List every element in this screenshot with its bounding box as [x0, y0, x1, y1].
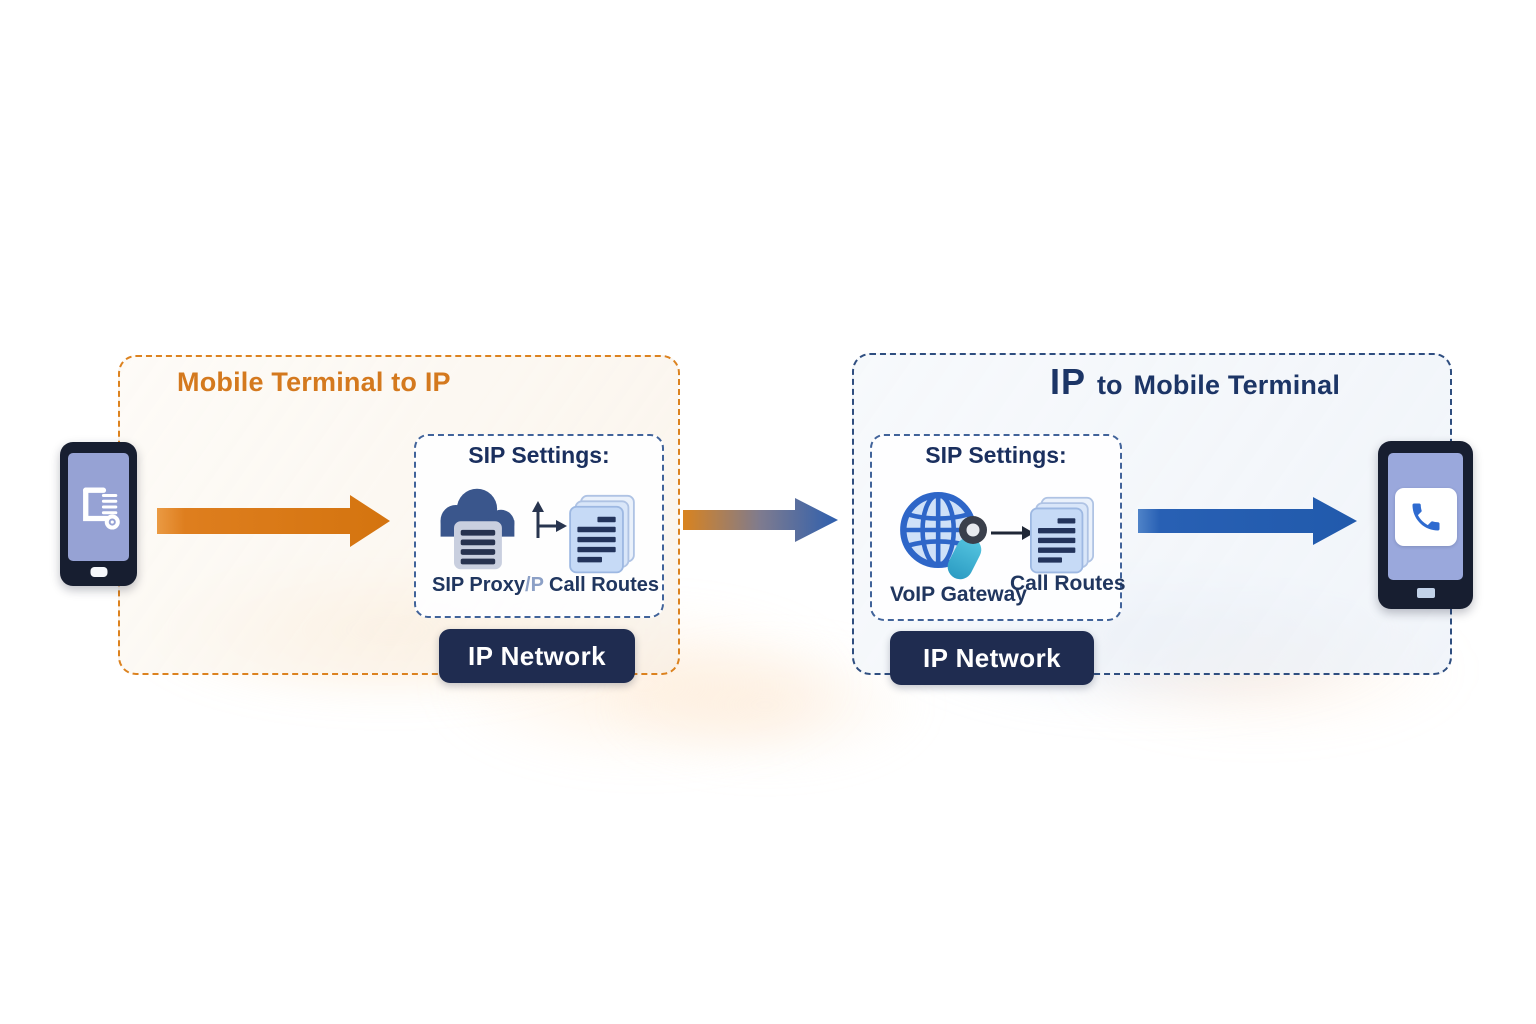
call-routes-label-right: Call Routes [1010, 572, 1126, 595]
mobile-phone-right [1378, 441, 1473, 609]
mobile-phone-left [60, 442, 137, 586]
microphone-icon [947, 516, 987, 580]
cloud-server-icon [440, 488, 515, 570]
phone-screen [68, 453, 129, 561]
phone-home-button [1416, 588, 1435, 598]
flow-arrow-blue [1138, 497, 1357, 545]
voip-gateway-label: VoIP Gateway [890, 583, 1027, 606]
right-arrow-icon [991, 526, 1034, 540]
fax-printer-icon [82, 487, 120, 530]
flow-arrow-orange [157, 495, 390, 547]
ip-network-badge-left: IP Network [439, 629, 635, 683]
panel-title-mobile-to-ip: Mobile Terminal to IP [177, 367, 451, 397]
ip-network-badge-right: IP Network [890, 631, 1094, 685]
sip-proxy-label-text: SIP Proxy [432, 574, 526, 596]
documents-stack-icon [1029, 496, 1094, 574]
call-app-card [1394, 487, 1457, 546]
phone-screen [1388, 453, 1463, 580]
panel-title-ip: IP [1050, 361, 1087, 402]
phone-home-button [90, 567, 107, 577]
sip-settings-box-left: SIP Settings: [414, 434, 664, 618]
sip-settings-box-right: SIP Settings: [870, 434, 1126, 621]
sip-settings-heading: SIP Settings: [925, 442, 1067, 468]
phone-call-icon [1412, 503, 1439, 530]
panel-title-rest: Mobile Terminal [1133, 370, 1341, 400]
panel-title-ip-to-mobile: IP to Mobile Terminal [1050, 361, 1340, 403]
call-routes-label-left: Call Routes [549, 574, 660, 596]
sip-proxy-label: SIP Proxy/P [432, 574, 544, 597]
panel-title-to: to [1097, 370, 1123, 400]
flow-arrow-gradient [683, 498, 838, 542]
documents-stack-icon [569, 494, 635, 574]
sip-settings-heading: SIP Settings: [468, 442, 610, 468]
elbow-arrow-icon [532, 501, 567, 538]
sip-proxy-label-suffix: /P [525, 574, 544, 596]
